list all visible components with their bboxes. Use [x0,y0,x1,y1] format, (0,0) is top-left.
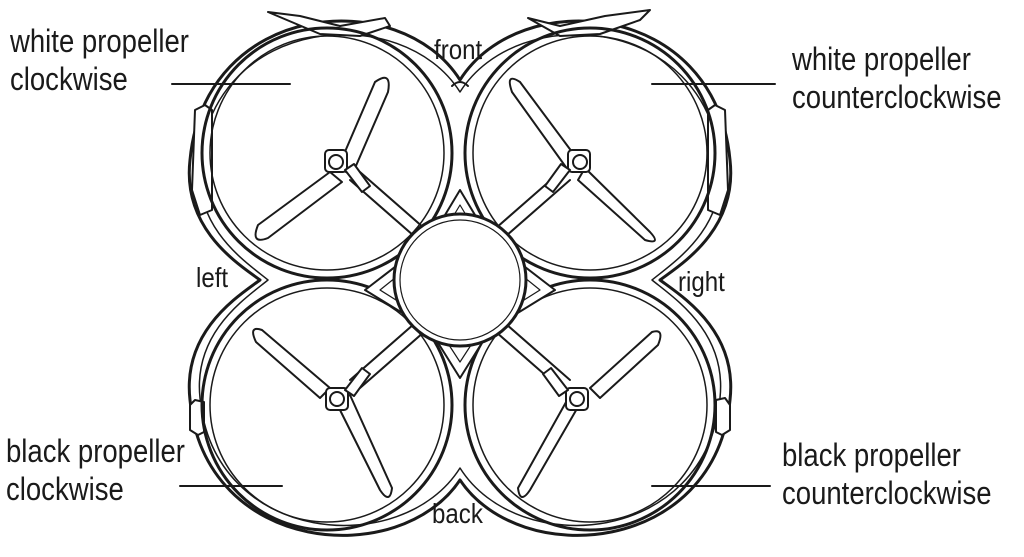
direction-left: left [196,262,229,293]
rotor-guard-top-right [463,26,717,280]
label-top-left-line1: white propeller [10,23,189,59]
label-bottom-right: black propeller counterclockwise [782,436,992,512]
rotor-guard-bottom-right [463,278,717,532]
front-left-fin [267,11,391,37]
label-top-left-line2: clockwise [10,61,128,97]
direction-front: front [434,34,483,65]
label-bottom-left-line2: clockwise [6,471,124,507]
rotor-guard-top-left [200,26,454,280]
label-top-left: white propeller clockwise [10,22,189,98]
label-top-right-line2: counterclockwise [792,79,1002,115]
label-bottom-right-line2: counterclockwise [782,475,992,511]
label-bottom-right-line1: black propeller [782,437,961,473]
bottom-left-grip [189,399,205,436]
direction-back: back [432,498,483,529]
center-hub [392,212,528,348]
label-bottom-left: black propeller clockwise [6,432,185,508]
propeller-bottom-right [517,330,662,498]
bottom-right-grip [715,397,731,436]
label-bottom-left-line1: black propeller [6,433,185,469]
outer-frame [187,19,733,537]
front-nub [451,81,469,87]
propeller-top-right [508,77,656,243]
label-top-right: white propeller counterclockwise [792,40,1002,116]
rotor-guard-bottom-left [200,278,454,532]
propeller-bottom-left [252,327,393,498]
label-top-right-line1: white propeller [792,41,971,77]
direction-right: right [678,266,725,297]
front-right-fin [527,9,651,37]
propeller-top-left [254,76,390,241]
